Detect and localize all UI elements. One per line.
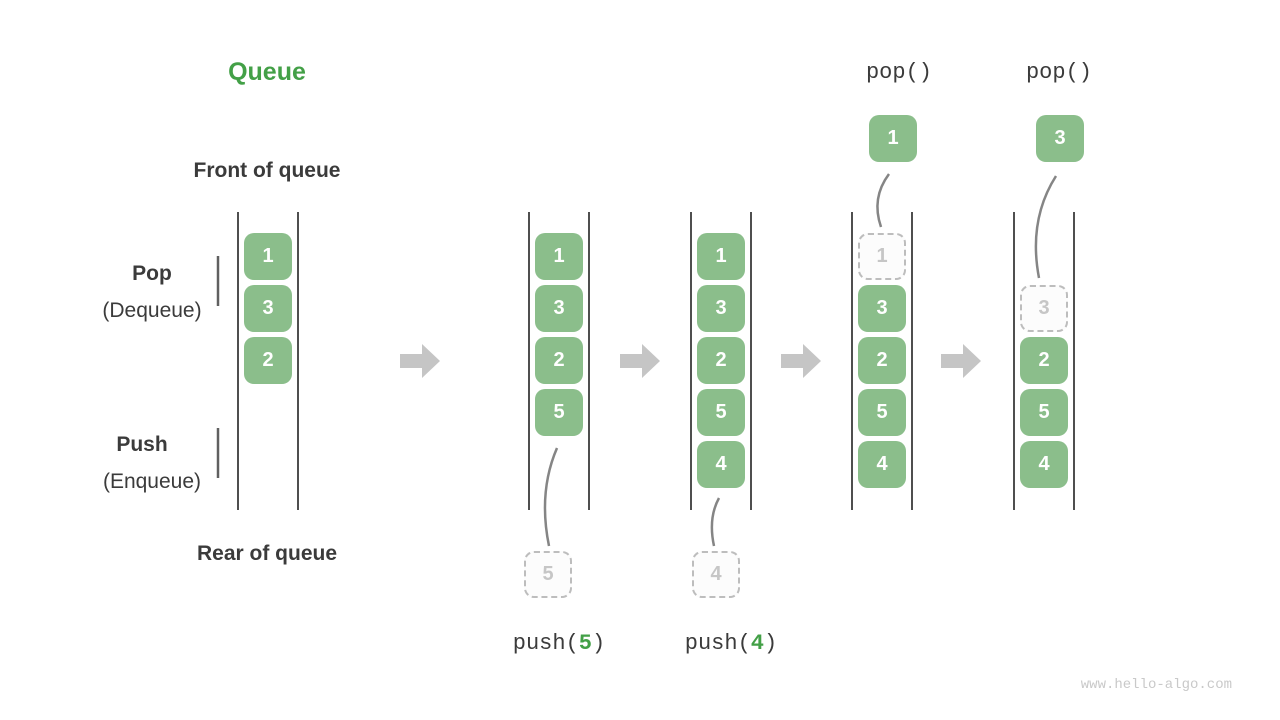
queue-item: 4 [697, 441, 745, 488]
removed-item-ghost: 1 [858, 233, 906, 280]
diagram-title: Queue [228, 58, 306, 86]
pop-call-label-2: pop() [1025, 60, 1092, 85]
queue-item: 5 [697, 389, 745, 436]
rear-of-queue-label: Rear of queue [196, 542, 338, 565]
queue-item: 5 [535, 389, 583, 436]
transition-arrow-icon [620, 344, 660, 383]
queue-item: 3 [697, 285, 745, 332]
popped-item: 1 [869, 115, 917, 162]
popped-item: 3 [1036, 115, 1084, 162]
dequeue-sublabel: (Dequeue) [102, 299, 202, 322]
push-call-arg: 5 [578, 631, 592, 656]
push-call-prefix: push( [512, 631, 579, 656]
queue-item: 2 [697, 337, 745, 384]
queue-item: 4 [1020, 441, 1068, 488]
front-of-queue-label: Front of queue [193, 159, 341, 182]
pop-action-label: Pop [132, 262, 172, 285]
push-call-prefix: push( [684, 631, 751, 656]
pop-call-label-1: pop() [865, 60, 932, 85]
queue-item: 3 [535, 285, 583, 332]
queue-item: 2 [535, 337, 583, 384]
push-call-label-4: push(4) [661, 631, 801, 656]
push-call-suffix: ) [764, 631, 778, 656]
queue-item: 1 [244, 233, 292, 280]
queue-item: 3 [244, 285, 292, 332]
push-action-label: Push [116, 433, 168, 456]
queue-container-3 [690, 212, 752, 510]
staged-item-ghost: 4 [692, 551, 740, 598]
queue-item: 1 [697, 233, 745, 280]
removed-item-ghost: 3 [1020, 285, 1068, 332]
push-call-label-5: push(5) [489, 631, 629, 656]
queue-item: 5 [858, 389, 906, 436]
enqueue-sublabel: (Enqueue) [102, 470, 202, 493]
queue-container-4 [851, 212, 913, 510]
queue-item: 3 [858, 285, 906, 332]
queue-item: 4 [858, 441, 906, 488]
queue-item: 5 [1020, 389, 1068, 436]
queue-container-1 [237, 212, 299, 510]
transition-arrow-icon [400, 344, 440, 383]
push-call-arg: 4 [750, 631, 764, 656]
queue-item: 1 [535, 233, 583, 280]
transition-arrow-icon [941, 344, 981, 383]
queue-item: 2 [1020, 337, 1068, 384]
queue-item: 2 [858, 337, 906, 384]
transition-arrow-icon [781, 344, 821, 383]
queue-container-5 [1013, 212, 1075, 510]
watermark: www.hello-algo.com [1080, 677, 1232, 693]
push-call-suffix: ) [592, 631, 606, 656]
staged-item-ghost: 5 [524, 551, 572, 598]
queue-container-2 [528, 212, 590, 510]
queue-item: 2 [244, 337, 292, 384]
